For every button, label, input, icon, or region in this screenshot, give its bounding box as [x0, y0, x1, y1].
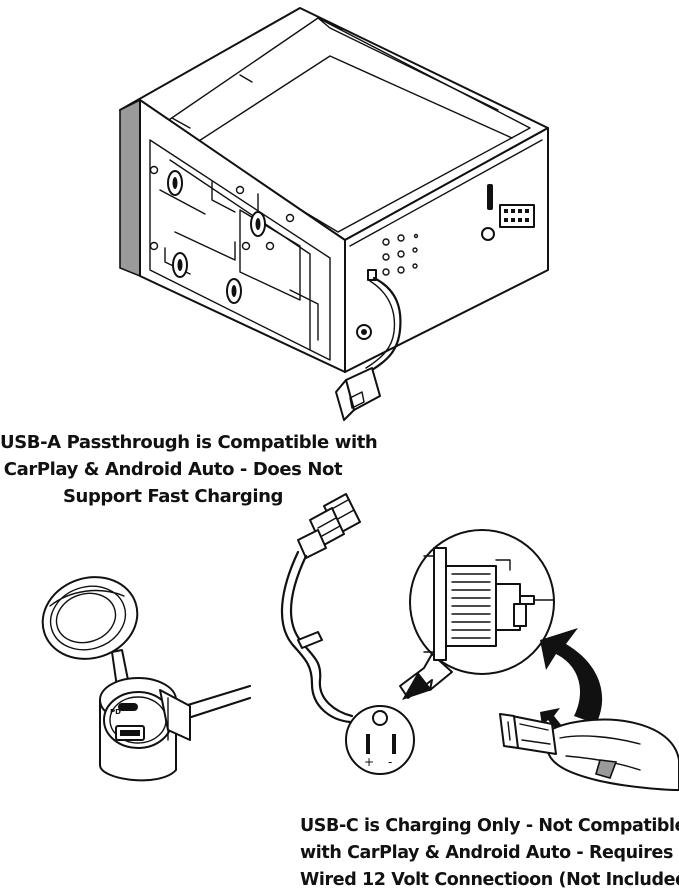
mounting-slots [149, 165, 295, 304]
usb-c-caption-line-3: Wired 12 Volt Connectioon (Not Included) [300, 870, 679, 890]
usb-a-caption: USB-A Passthrough is Compatible with Car… [0, 429, 378, 510]
usb-c-caption-line-1: USB-C is Charging Only - Not Compatible [300, 816, 679, 836]
female-spade-connector-hand [499, 708, 679, 791]
usb-c-caption-line-2: with CarPlay & Android Auto - Requires a [300, 843, 679, 863]
cap-lid [41, 576, 139, 660]
rear-connectors [356, 184, 535, 340]
usb-c-port: PD [110, 703, 138, 716]
head-unit-chassis [119, 7, 549, 421]
usb-socket-with-cover: PD [41, 576, 252, 782]
positive-terminal-label: + [364, 755, 374, 769]
usb-c-caption: USB-C is Charging Only - Not Compatible … [300, 813, 679, 894]
usb-a-port [115, 725, 145, 741]
socket-rear-terminals: + - [345, 705, 415, 775]
usb-a-female-connector [335, 367, 381, 421]
pd-label: PD [110, 708, 121, 716]
usb-a-caption-line-3: Support Fast Charging [62, 486, 284, 507]
detail-callout [399, 529, 555, 700]
usb-a-caption-line-2: CarPlay & Android Auto - Does Not [3, 459, 343, 480]
connect-arrow [540, 628, 603, 724]
negative-terminal-label: - [388, 755, 392, 769]
usb-a-male-cable [280, 493, 361, 724]
usb-a-caption-line-1: USB-A Passthrough is Compatible with [0, 432, 378, 453]
